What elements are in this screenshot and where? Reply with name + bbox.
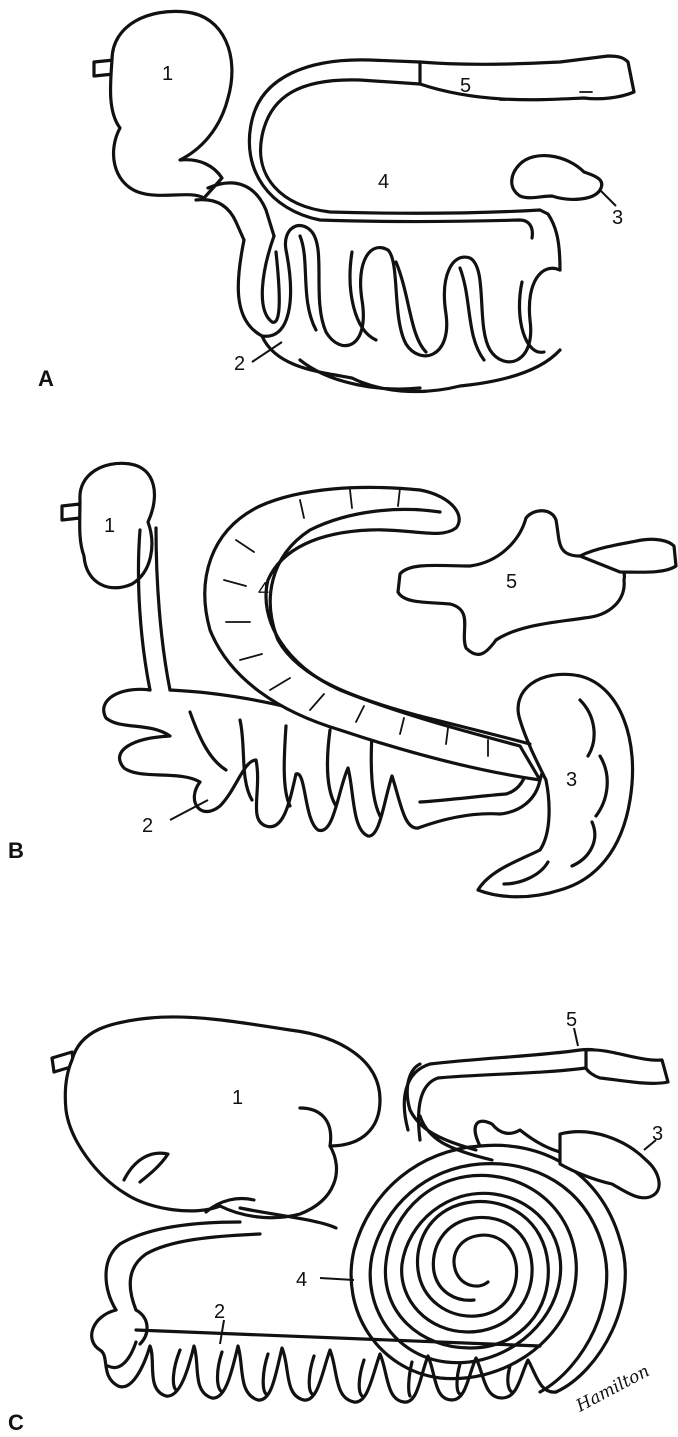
panel-c-stomach — [65, 1017, 380, 1218]
panel-a-small-intestine — [238, 226, 560, 362]
panel-c-label-cecum: 3 — [652, 1123, 663, 1145]
panel-c-rectum — [404, 1049, 608, 1140]
panel-c-letter: C — [8, 1410, 24, 1435]
panel-c-spiral-colon — [351, 1145, 625, 1392]
panel-b-stomach — [80, 463, 155, 587]
panel-b-label-stomach: 1 — [104, 515, 115, 537]
panel-a: 1 2 3 4 5 A — [38, 11, 634, 391]
panel-a-label-small-intestine: 2 — [234, 353, 245, 375]
panel-b-label-cecum: 3 — [566, 769, 577, 791]
panel-b-cecum — [478, 674, 633, 896]
panel-c-label-small-intestine: 2 — [214, 1301, 225, 1323]
panel-b-label-small-intestine: 2 — [142, 815, 153, 837]
panel-c-label-stomach: 1 — [232, 1087, 243, 1109]
panel-c-spiral-colon-return — [370, 1164, 607, 1392]
panel-b-letter: B — [8, 838, 24, 863]
panel-c-label-rectum: 5 — [566, 1009, 577, 1031]
panel-a-intestine-mass — [262, 336, 560, 392]
panel-c: 1 2 3 4 5 C Hamilton — [8, 1009, 668, 1435]
panel-a-rectum — [420, 56, 634, 100]
panel-c-rectum-end — [586, 1050, 668, 1084]
panel-a-label-cecum: 3 — [612, 207, 623, 229]
panel-c-leader-4 — [320, 1278, 354, 1280]
panel-c-label-spiral-colon: 4 — [296, 1269, 307, 1291]
panel-a-letter: A — [38, 366, 54, 391]
panel-c-duodenum — [106, 1208, 336, 1310]
panel-b-label-colon: 4 — [258, 579, 269, 601]
panel-a-stomach — [110, 11, 231, 198]
panel-a-label-colon: 4 — [378, 171, 389, 193]
panel-b: 1 2 3 4 5 B — [8, 463, 676, 896]
panel-c-small-intestine-inner — [108, 1310, 540, 1396]
panel-b-label-rectum: 5 — [506, 571, 517, 593]
panel-a-leader-3 — [600, 190, 616, 206]
panel-b-esophagus — [62, 504, 80, 520]
panel-a-label-stomach: 1 — [162, 63, 173, 85]
panel-a-label-rectum: 5 — [460, 75, 471, 97]
panel-c-cecum — [560, 1132, 659, 1198]
panel-a-cecum — [512, 156, 602, 200]
panel-c-small-intestine — [92, 1310, 556, 1402]
